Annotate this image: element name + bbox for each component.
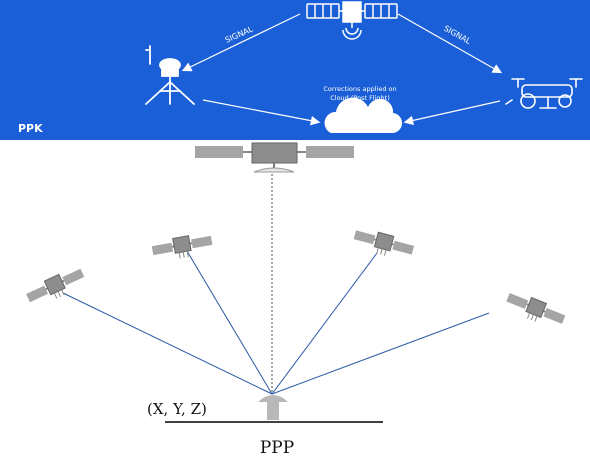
ppk-panel: SIGNAL SIGNAL [0, 0, 590, 140]
cloud-caption-line2: Cloud (Post Flight) [330, 94, 390, 102]
drone-icon [505, 78, 583, 109]
satellite-icon [306, 1, 398, 40]
signal-arrow-left [181, 13, 301, 72]
satellite-icon [502, 288, 568, 333]
ppp-title: PPP [260, 438, 294, 458]
cloud-caption-line1: Corrections applied on [323, 85, 396, 93]
gnss-base-station-icon [145, 45, 195, 105]
ppk-title: PPK [18, 122, 43, 135]
base-to-cloud-arrow [202, 99, 321, 126]
signal-label-right: SIGNAL [442, 24, 473, 46]
receiver-antenna-icon [258, 395, 288, 420]
coordinates-label: (X, Y, Z) [147, 400, 207, 418]
signal-line-left [186, 250, 273, 395]
ppp-panel: (X, Y, Z) PPP [0, 140, 590, 460]
cloud-icon [324, 97, 403, 134]
signal-label-left: SIGNAL [224, 24, 255, 44]
signal-line-far-right [271, 312, 490, 395]
drone-to-cloud-arrow [403, 100, 501, 126]
satellite-icon [350, 225, 417, 264]
satellite-icon [195, 142, 354, 173]
signal-line-far-left [62, 292, 273, 395]
satellite-icon [23, 264, 89, 311]
signal-arrow-right [397, 13, 503, 74]
ppp-diagram: (X, Y, Z) PPP [23, 142, 568, 458]
signal-line-right [271, 252, 378, 395]
ppk-diagram: SIGNAL SIGNAL [18, 1, 583, 135]
satellite-icon [150, 230, 215, 265]
